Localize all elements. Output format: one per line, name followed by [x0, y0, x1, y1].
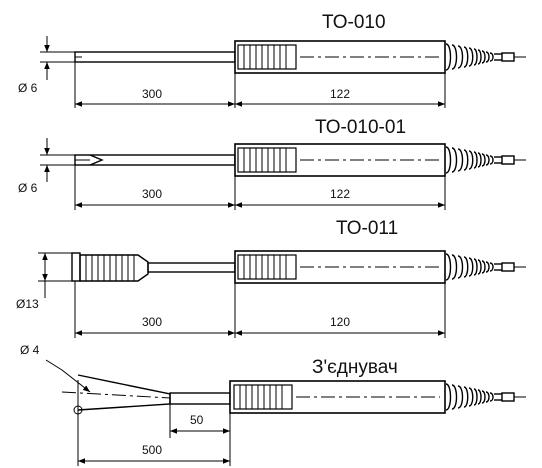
probe-title: З'єднувач [312, 357, 398, 378]
diameter-label: Ø13 [16, 297, 39, 311]
length-300-label: 300 [142, 187, 162, 201]
length-500-label: 500 [142, 443, 162, 457]
length-50-label: 50 [190, 413, 204, 427]
length-122-label: 122 [330, 87, 350, 101]
probe-to-011: ТО-011 Ø13 300 120 [16, 218, 527, 338]
probe-title: ТО-010-01 [315, 117, 406, 138]
length-122-label: 122 [330, 187, 350, 201]
length-300-label: 300 [142, 315, 162, 329]
diameter-label: Ø 6 [18, 81, 38, 95]
length-300-label: 300 [142, 87, 162, 101]
diameter-label: Ø 4 [20, 343, 40, 357]
probe-title: ТО-010 [322, 12, 386, 33]
probe-to-010-01: ТО-010-01 Ø 6 300 122 [18, 117, 527, 210]
diameter-label: Ø 6 [18, 181, 38, 195]
probe-to-010: ТО-010 Ø 6 300 122 [18, 12, 527, 108]
length-120-label: 120 [330, 315, 350, 329]
connector: З'єднувач Ø 4 50 500 [20, 343, 527, 466]
probe-title: ТО-011 [336, 218, 398, 239]
